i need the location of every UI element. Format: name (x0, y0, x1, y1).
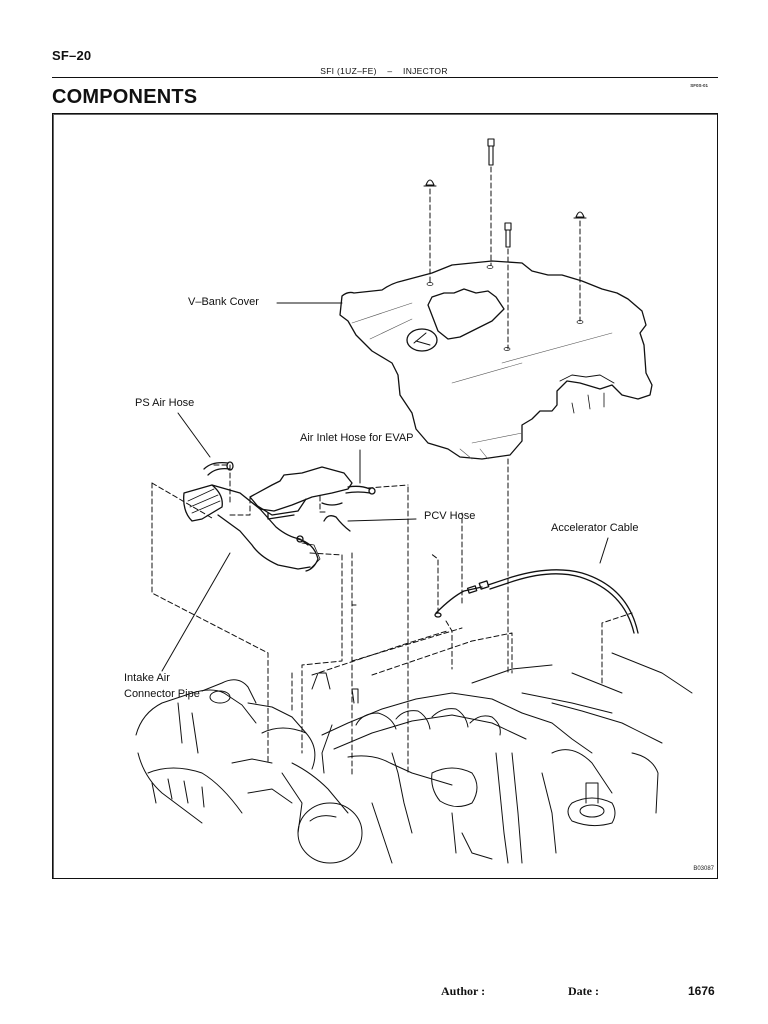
running-title: SFI (1UZ–FE) – INJECTOR (0, 66, 768, 76)
footer-date-label: Date : (568, 984, 599, 998)
label-ps-air-hose: PS Air Hose (135, 397, 195, 409)
page-code: SF–20 (52, 48, 92, 63)
label-intake-air-line1: Intake Air (124, 672, 170, 684)
section-title: COMPONENTS (52, 86, 198, 108)
air-inlet-box-drawing (249, 466, 376, 532)
footer-author-label: Author : (441, 984, 486, 998)
footer-page-number: 1676 (688, 984, 715, 998)
v-bank-cover-drawing (339, 260, 653, 460)
components-diagram (135, 138, 693, 864)
label-v-bank-cover: V–Bank Cover (188, 296, 259, 308)
running-title-text: SFI (1UZ–FE) – INJECTOR (320, 66, 448, 76)
ps-air-hose-drawing (203, 461, 234, 476)
accelerator-cable-drawing (434, 569, 639, 634)
fastener-nuts-and-bolts (423, 138, 587, 248)
header-rule (52, 77, 718, 78)
callout-leaders (161, 302, 609, 672)
label-pcv-hose: PCV Hose (424, 510, 476, 522)
engine-drawing (135, 652, 693, 864)
document-code: SF0S-01 (690, 83, 708, 88)
figure-frame (52, 113, 718, 879)
label-accelerator-cable: Accelerator Cable (551, 522, 639, 534)
intake-air-connector-pipe-drawing (183, 484, 321, 572)
label-intake-air-line2: Connector Pipe (124, 688, 200, 700)
figure-code: B03087 (693, 866, 714, 872)
label-air-inlet-hose-evap: Air Inlet Hose for EVAP (300, 432, 414, 444)
